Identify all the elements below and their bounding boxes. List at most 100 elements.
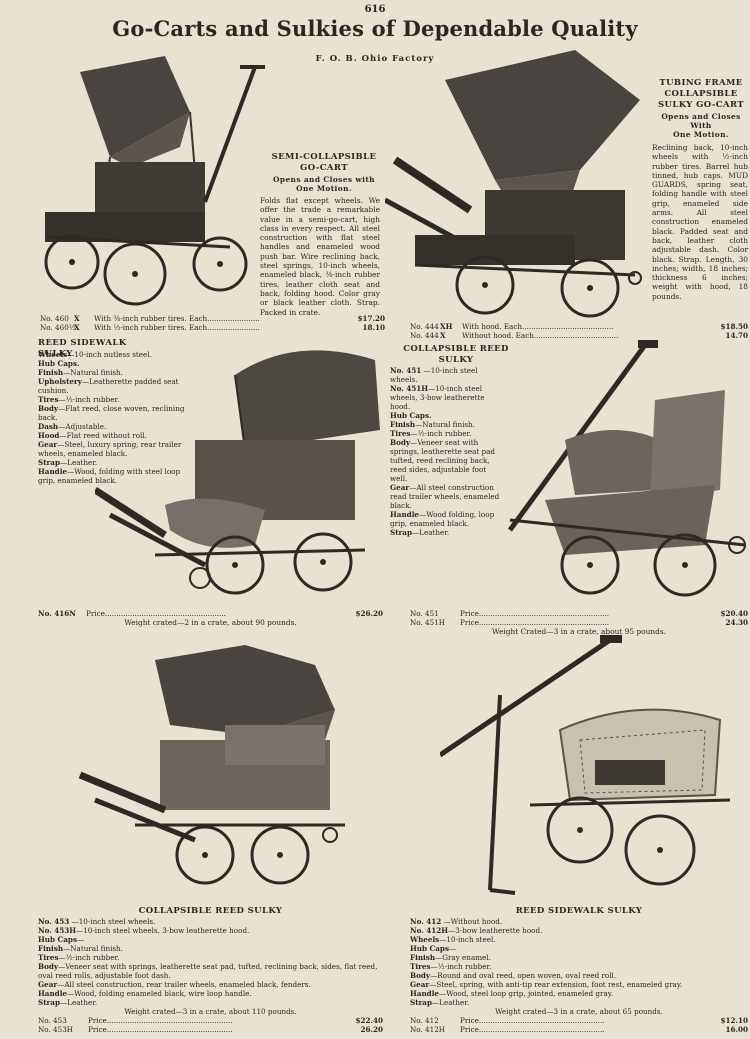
price-row: No. 460 X With ⅜-inch rubber tires. Each… <box>40 314 385 323</box>
go-cart-460-illustration <box>40 52 265 310</box>
spec-label: No. 453 <box>38 917 70 926</box>
item-price: $12.10 <box>720 1016 748 1025</box>
spec-line: No. 451H—10-inch steel wheels, 3-bow lea… <box>390 384 505 411</box>
spec-text: —Steel, spring, with anti-tip rear exten… <box>429 980 683 989</box>
spec-line: Finish—Natural finish. <box>38 944 383 953</box>
sulky-453-specs: No. 453 —10-inch steel wheels. No. 453H—… <box>38 917 383 1034</box>
heading-line: TUBING FRAME <box>659 78 743 88</box>
item-price: 14.70 <box>725 331 748 340</box>
subheading-line: Opens and Closes <box>661 112 741 121</box>
price-row: No. 444 XH With hood. Each..............… <box>410 322 748 331</box>
spec-text: —Natural finish. <box>63 944 123 953</box>
spec-label: Body <box>38 404 59 413</box>
spec-label: Strap <box>38 998 60 1007</box>
sulky-451-prices: No. 451 Price...........................… <box>410 609 748 636</box>
go-cart-444-heading: TUBING FRAME COLLAPSIBLE SULKY GO-CART <box>655 78 747 111</box>
spec-label: Tires <box>410 962 431 971</box>
spec-label: Gear <box>390 483 410 492</box>
spec-label: Tires <box>38 953 59 962</box>
item-number: No. 444 <box>410 322 439 331</box>
sulky-416-price: No. 416N Price..........................… <box>38 609 383 627</box>
spec-text: —10-inch steel wheels, 3-bow leatherette… <box>76 926 250 935</box>
spec-text: —Flat reed, close woven, reclining back. <box>38 404 185 422</box>
spec-line: Tires—½-inch rubber. <box>410 962 748 971</box>
spec-label: Wheels <box>410 935 440 944</box>
spec-text: —Flat reed without roll. <box>59 431 147 440</box>
spec-label: No. 453H <box>38 926 77 935</box>
spec-line: Wheels—10-inch steel. <box>410 935 748 944</box>
weight-note: Weight crated—3 in a crate, about 110 po… <box>124 1007 297 1016</box>
sulky-451-illustration <box>505 340 750 608</box>
spec-text: —½-inch rubber. <box>58 395 120 404</box>
spec-text: —10-inch steel wheels. <box>69 917 156 926</box>
spec-line: Finish—Natural finish. <box>390 420 505 429</box>
spec-text: —Leatherette padded seat cushion. <box>38 377 179 395</box>
spec-label: Strap <box>390 528 412 537</box>
spec-text: — <box>449 944 457 953</box>
sulky-453-illustration <box>75 640 365 905</box>
spec-label: Finish <box>390 420 416 429</box>
spec-text: —Round and oval reed, open woven, oval r… <box>430 971 617 980</box>
spec-text: —10-inch steel wheels. <box>390 366 478 384</box>
spec-label: Upholstery <box>38 377 82 386</box>
item-price: 16.00 <box>725 1025 748 1034</box>
spec-label: Wheels <box>38 350 68 359</box>
spec-line: Gear—Steel, spring, with anti-tip rear e… <box>410 980 748 989</box>
sulky-416-illustration <box>95 340 385 608</box>
spec-label: No. 412 <box>410 917 442 926</box>
spec-text: —Veneer seat with springs, leatherette s… <box>38 962 378 980</box>
heading-line: SULKY <box>438 355 474 365</box>
spec-line: Wheels—10-inch nutless steel. <box>38 350 198 359</box>
price-row: No. 416N Price..........................… <box>38 609 383 618</box>
price-row: No. 460½ X With ½-inch rubber tires. Eac… <box>40 323 385 332</box>
item-text: Price...................................… <box>460 1025 605 1034</box>
item-number: No. 453 <box>38 1016 67 1025</box>
go-cart-460-prices: No. 460 X With ⅜-inch rubber tires. Each… <box>40 314 385 332</box>
spec-label: No. 451H <box>390 384 429 393</box>
item-text: With ½-inch rubber tires. Each..........… <box>94 323 260 332</box>
spec-label: Hub Caps <box>410 944 449 953</box>
price-row: No. 412 Price...........................… <box>410 1016 748 1025</box>
go-cart-444-subheading: Opens and Closes With One Motion. <box>655 112 747 140</box>
spec-label: Gear <box>38 980 58 989</box>
spec-label: Hub Caps. <box>390 411 432 420</box>
heading-line: GO-CART <box>300 163 348 173</box>
price-row: No. 451 Price...........................… <box>410 609 748 618</box>
spec-label: Finish <box>38 944 64 953</box>
spec-text: —Leather. <box>59 998 98 1007</box>
item-number: No. 444 <box>410 331 439 340</box>
sulky-412-specs: No. 412 —Without hood. No. 412H—3-bow le… <box>410 917 748 1034</box>
spec-line: No. 453H—10-inch steel wheels, 3-bow lea… <box>38 926 383 935</box>
spec-label: Tires <box>390 429 411 438</box>
page-subtitle: F. O. B. Ohio Factory <box>315 54 435 64</box>
weight-note: Weight crated—2 in a crate, about 90 pou… <box>124 618 297 627</box>
go-cart-460-subheading: Opens and Closes with One Motion. <box>268 175 380 193</box>
spec-line: Body—Flat reed, close woven, reclining b… <box>38 404 198 422</box>
spec-label: Gear <box>410 980 430 989</box>
spec-label: Handle <box>390 510 420 519</box>
spec-line: Strap—Leather. <box>38 998 383 1007</box>
spec-line: Strap—Leather. <box>410 998 748 1007</box>
spec-line: Strap—Leather. <box>390 528 505 537</box>
item-number: No. 416N <box>38 609 76 618</box>
spec-line: No. 453 —10-inch steel wheels. <box>38 917 383 926</box>
spec-text: —½-inch rubber. <box>410 429 472 438</box>
item-price: 26.20 <box>360 1025 383 1034</box>
spec-label: Body <box>38 962 59 971</box>
spec-line: Finish—Natural finish. <box>38 368 198 377</box>
spec-line: Body—Veneer seat with springs, leatheret… <box>390 438 505 483</box>
item-number: No. 460½ <box>40 323 76 332</box>
go-cart-460-description: Folds flat except wheels. We offer the t… <box>260 196 380 317</box>
subheading-line: One Motion. <box>673 130 729 140</box>
item-price: 18.10 <box>362 323 385 332</box>
spec-line: Finish—Gray enamel. <box>410 953 748 962</box>
sulky-416-specs: Wheels—10-inch nutless steel. Hub Caps. … <box>38 350 198 485</box>
subheading-line: One Motion. <box>296 184 352 194</box>
page-title: Go-Carts and Sulkies of Dependable Quali… <box>112 16 638 41</box>
spec-text: —Wood, folding with steel loop grip, ena… <box>38 467 181 485</box>
spec-label: Body <box>410 971 431 980</box>
item-code: X <box>440 331 446 340</box>
spec-text: — <box>77 935 85 944</box>
weight-note: Weight Crated—3 in a crate, about 95 pou… <box>492 627 666 636</box>
